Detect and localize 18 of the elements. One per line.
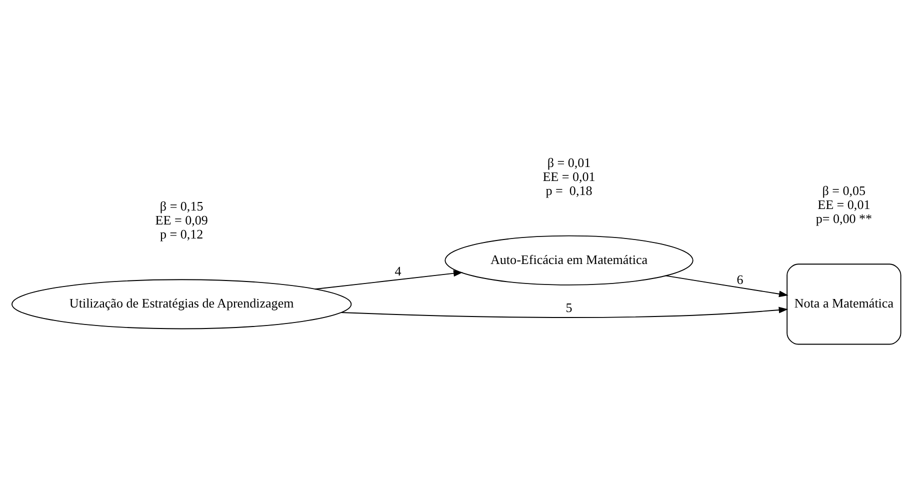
node-ellipse: Utilização de Estratégias de Aprendizagem (12, 279, 352, 330)
label: EE = 0,01 (818, 196, 870, 212)
edge-label: 6 (736, 272, 744, 287)
label: β = 0,15 (160, 198, 204, 214)
label: EE = 0,09 (155, 212, 208, 228)
edge-label: 4 (394, 263, 402, 278)
node-ellipse: Auto-Eficácia em Matemática (444, 235, 694, 286)
arrow (664, 275, 788, 298)
label: β = 0,05 (822, 182, 866, 198)
label: p = 0,12 (160, 226, 204, 242)
arrow (340, 306, 788, 318)
node-box: Nota a Matemática (786, 264, 902, 345)
label: p = 0,18 (546, 182, 592, 198)
edge-label: 5 (566, 300, 572, 315)
arrow (314, 270, 463, 290)
label: β = 0,01 (547, 154, 591, 170)
label: EE = 0,01 (542, 168, 596, 184)
label: p= 0,00 ** (816, 210, 872, 226)
